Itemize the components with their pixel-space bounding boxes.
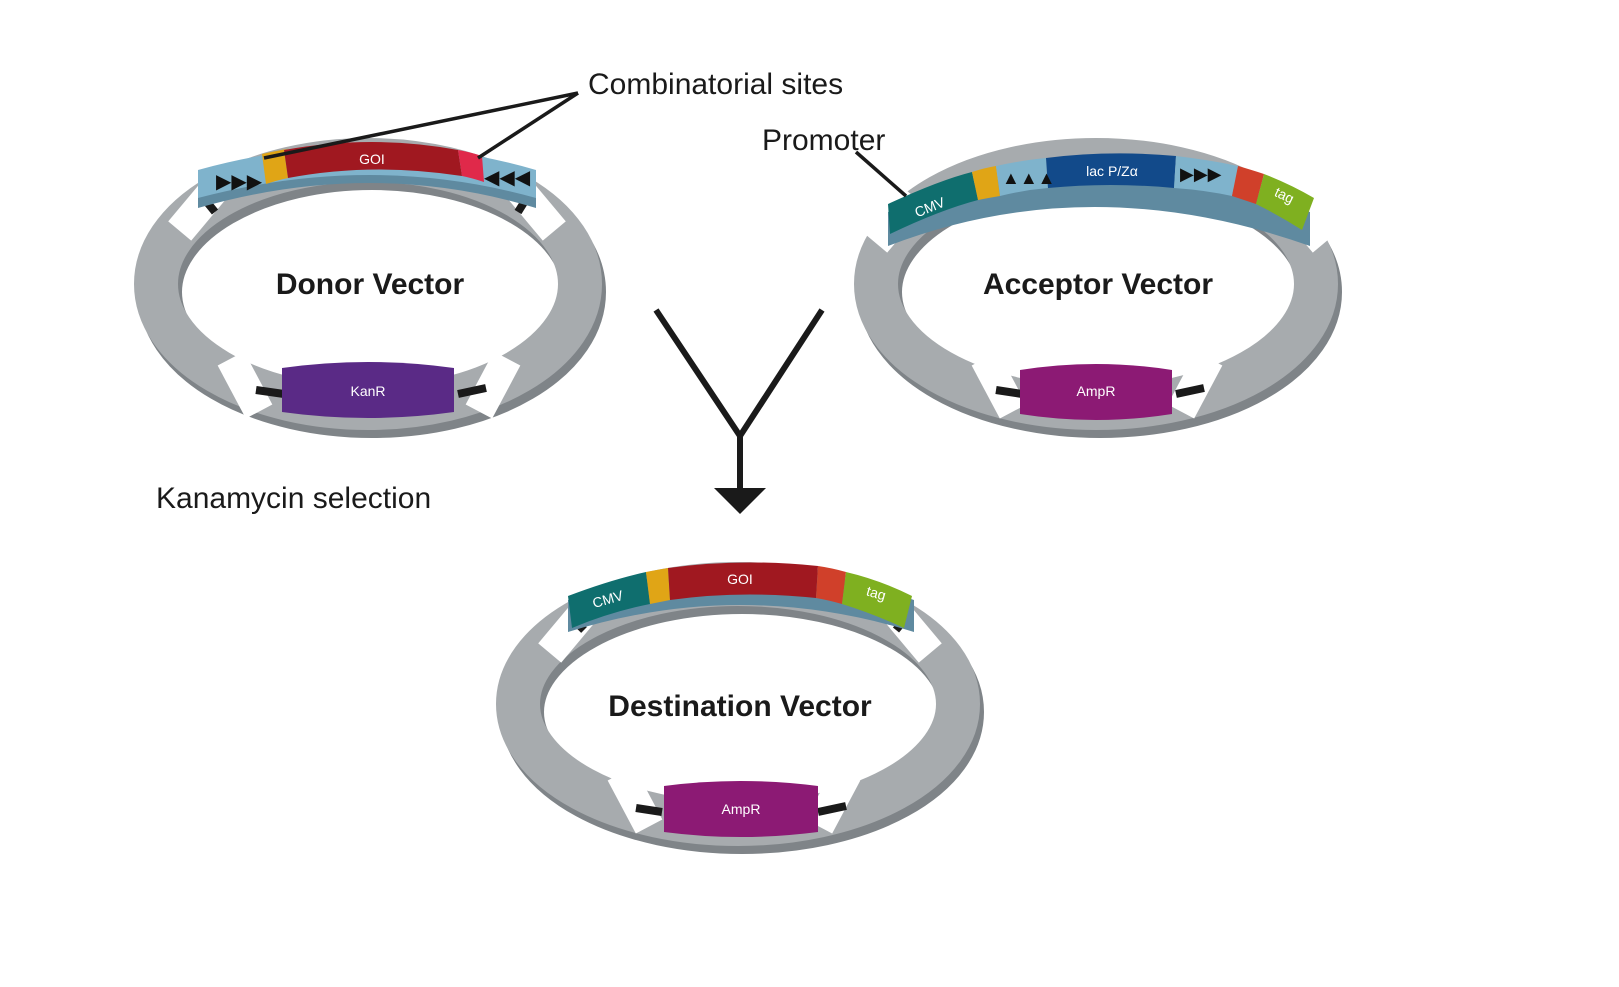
donor-goi-label: GOI — [359, 151, 385, 167]
promoter-leader — [854, 150, 908, 198]
destination-cmv-segment — [568, 572, 650, 628]
acceptor-site-left — [996, 158, 1048, 196]
acceptor-site-right — [1174, 156, 1238, 196]
acceptor-site-arrows-left: ▲▲▲ — [1002, 168, 1055, 188]
destination-vector: CMV GOI tag AmpR Destination Vector — [496, 562, 984, 854]
donor-connector — [457, 384, 487, 398]
donor-goi-segment — [284, 142, 462, 178]
acceptor-spacer — [972, 166, 1000, 200]
destination-spacer — [646, 568, 670, 604]
acceptor-lac-label: lac P/Zα — [1086, 163, 1138, 179]
acceptor-vector: CMV lac P/Zα tag ▲▲▲ ▶▶▶ AmpR Acceptor V… — [854, 138, 1342, 438]
arrow-branch-right — [737, 308, 825, 438]
donor-kanr-label: KanR — [350, 383, 385, 399]
acceptor-connector — [1175, 384, 1205, 398]
combinatorial-leader-right — [477, 91, 579, 160]
kanamycin-selection-label: Kanamycin selection — [156, 482, 431, 515]
arrow-head — [714, 488, 766, 514]
acceptor-tag-label: tag — [1272, 184, 1297, 207]
donor-pink-segment — [458, 150, 484, 182]
donor-vector: GOI ▶▶▶ ◀◀◀ KanR Donor Vector — [134, 138, 606, 438]
donor-connector — [255, 386, 285, 398]
destination-ampr-segment — [664, 781, 818, 837]
acceptor-ampr-label: AmpR — [1077, 383, 1116, 399]
acceptor-cmv-segment — [888, 172, 978, 234]
combination-arrow — [653, 308, 825, 514]
acceptor-red-segment — [1232, 166, 1264, 204]
acceptor-tag-segment — [1256, 174, 1314, 230]
destination-tag-label: tag — [865, 583, 888, 604]
donor-site-arrows-left: ▶▶▶ — [216, 171, 263, 193]
acceptor-ampr-segment — [1020, 364, 1172, 420]
promoter-label: Promoter — [762, 124, 885, 157]
acceptor-site-arrows-right: ▶▶▶ — [1180, 164, 1222, 184]
destination-connector — [635, 804, 663, 816]
destination-goi-segment — [668, 562, 818, 600]
combinatorial-sites-label: Combinatorial sites — [588, 68, 843, 101]
destination-tag-segment — [842, 572, 912, 628]
combinatorial-leader-left — [263, 91, 579, 160]
donor-site-arrows-right: ◀◀◀ — [484, 167, 531, 189]
arrow-branch-left — [653, 308, 743, 438]
donor-kanr-segment — [282, 362, 454, 418]
donor-vector-title: Donor Vector — [276, 268, 465, 301]
acceptor-vector-title: Acceptor Vector — [983, 268, 1213, 301]
destination-goi-label: GOI — [727, 571, 753, 587]
acceptor-lac-segment — [1046, 153, 1176, 188]
destination-ampr-label: AmpR — [722, 801, 761, 817]
destination-vector-title: Destination Vector — [608, 690, 872, 723]
destination-red-segment — [816, 566, 846, 604]
destination-connector — [817, 802, 847, 816]
acceptor-connector — [995, 386, 1023, 398]
